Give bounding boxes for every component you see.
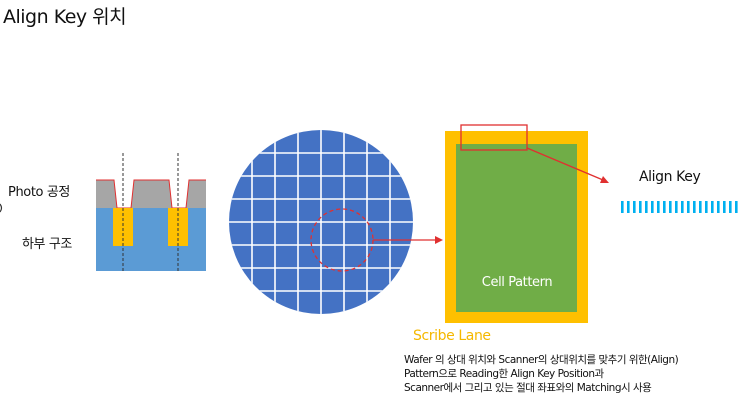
wafer-die-grid [229,130,413,314]
cell-pattern-label: Cell Pattern [481,275,553,290]
edge-mark [0,203,3,213]
chip [445,124,588,323]
cross-section-diagram [96,153,206,271]
photo-opening-right [169,180,189,208]
substrate-layer [96,208,206,271]
photoresist-layer [96,180,206,208]
plug-right [168,208,188,246]
cell-pattern-area [456,144,577,312]
arrow-wafer-to-chip [373,236,443,244]
lower-structure-label: 하부 구조 [22,237,72,252]
description-line: Wafer 의 상대 위치와 Scanner의 상대위치를 맞추기 위한(Ali… [404,354,679,366]
description-text: Wafer 의 상대 위치와 Scanner의 상대위치를 맞추기 위한(Ali… [404,353,679,395]
photo-process-label: Photo 공정 [8,185,70,200]
align-key-label: Align Key [639,169,701,185]
align-key-highlight-box [460,124,528,151]
arrow-to-align-key [526,147,609,183]
description-line: Pattern으로 Reading한 Align Key Position과 [404,368,604,380]
plug-left [113,208,133,246]
description-line: Scanner에서 그리고 있는 절대 좌표와의 Matching시 사용 [404,382,652,394]
wafer [229,130,413,314]
photo-outline [96,179,206,209]
scribe-lane-label: Scribe Lane [413,328,491,344]
align-key-pattern [621,201,738,213]
photo-opening-left [114,180,134,208]
slide-title: Align Key 위치 [3,6,127,28]
